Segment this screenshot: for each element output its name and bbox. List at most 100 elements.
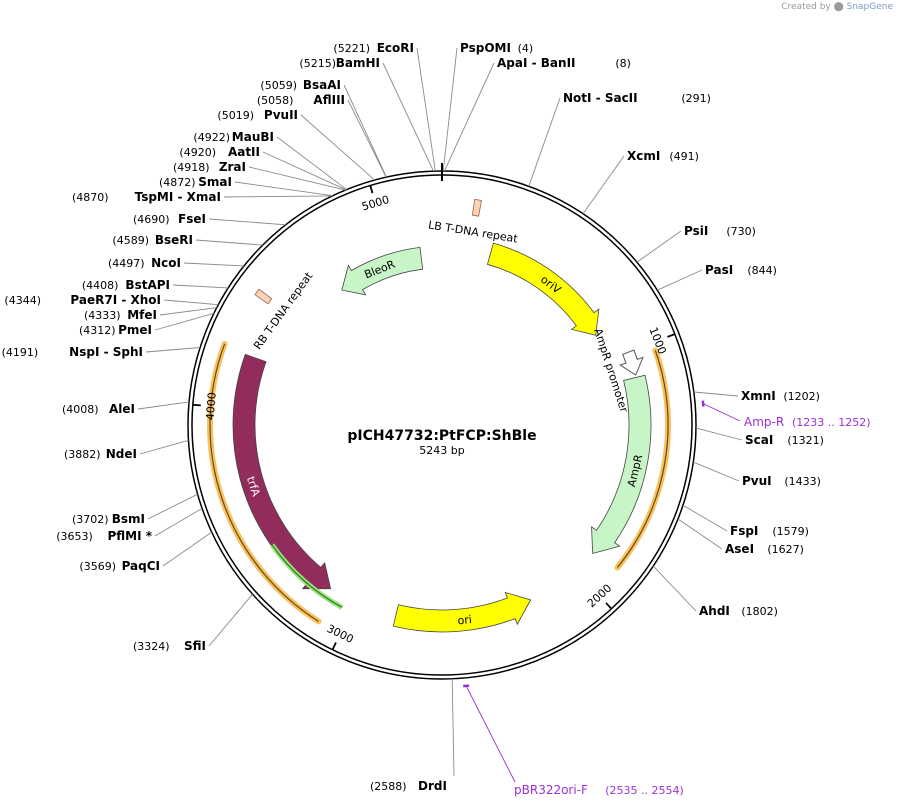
enzyme-site[interactable]: NotI - SacII(291) — [563, 91, 711, 105]
feature-oriv: oriV — [486, 242, 600, 336]
enzyme-position: (4920) — [179, 146, 216, 159]
enzyme-name[interactable]: AflIII — [313, 93, 345, 107]
enzyme-site[interactable]: ZraI (4918) — [173, 160, 246, 174]
enzyme-site[interactable]: NspI - SphI (4191) — [2, 345, 143, 359]
enzyme-site[interactable]: FseI(4690) — [133, 212, 206, 226]
enzyme-leader — [154, 508, 203, 537]
enzyme-position: (1202) — [783, 390, 820, 403]
enzyme-name[interactable]: AatII — [228, 145, 260, 159]
enzyme-leader — [208, 593, 253, 647]
enzyme-site[interactable]: PflMI *(3653) — [56, 529, 152, 543]
enzyme-name[interactable]: PaeR7I - XhoI — [70, 293, 161, 307]
enzyme-name[interactable]: FspI — [730, 524, 758, 538]
enzyme-site[interactable]: MfeI(4333) — [84, 308, 157, 322]
enzyme-site[interactable]: FspI(1579) — [730, 524, 809, 538]
enzyme-name[interactable]: ApaI - BanII — [497, 56, 576, 70]
enzyme-name[interactable]: PmeI — [118, 323, 152, 337]
enzyme-site[interactable]: PasI(844) — [705, 263, 777, 277]
enzyme-site[interactable]: BamHI(5215) — [299, 56, 380, 70]
enzyme-position: (1433) — [784, 475, 821, 488]
enzyme-name[interactable]: BstAPI — [125, 278, 170, 292]
enzyme-leader — [416, 47, 436, 172]
enzyme-name[interactable]: PflMI * — [107, 529, 152, 543]
enzyme-site[interactable]: ScaI(1321) — [745, 433, 824, 447]
enzyme-name[interactable]: AhdI — [699, 604, 730, 618]
enzyme-position: (1802) — [741, 605, 778, 618]
enzyme-name[interactable]: ZraI — [219, 160, 246, 174]
primer-amp-r[interactable]: Amp-R(1233 .. 1252) — [701, 400, 871, 429]
backbone-outer-ring — [187, 170, 697, 680]
enzyme-name[interactable]: AseI — [725, 542, 754, 556]
enzyme-position: (1627) — [767, 543, 804, 556]
enzyme-site[interactable]: AleI(4008) — [62, 402, 135, 416]
enzyme-name[interactable]: DrdI — [418, 779, 447, 793]
enzyme-name[interactable]: NdeI — [106, 447, 137, 461]
primer-name[interactable]: pBR322ori-F — [514, 783, 588, 797]
primer-name[interactable]: Amp-R — [744, 415, 784, 429]
enzyme-site[interactable]: DrdI(2588) — [370, 779, 447, 793]
enzyme-site[interactable]: XcmI(491) — [627, 149, 699, 163]
enzyme-site[interactable]: NdeI(3882) — [64, 447, 137, 461]
enzyme-site[interactable]: PaqCI(3569) — [79, 559, 160, 573]
primer-leader — [465, 685, 516, 783]
enzyme-site[interactable]: NcoI(4497) — [108, 256, 181, 270]
enzyme-site[interactable]: SmaI(4872) — [159, 175, 232, 189]
enzyme-name[interactable]: NcoI — [151, 256, 181, 270]
enzyme-site[interactable]: PaeR7I - XhoI(4344) — [4, 293, 161, 307]
enzyme-name[interactable]: BsmI — [112, 512, 145, 526]
enzyme-position: (3324) — [133, 640, 170, 653]
enzyme-position: (4872) — [159, 176, 196, 189]
enzyme-site[interactable]: BsmI(3702) — [72, 512, 145, 526]
enzyme-name[interactable]: BseRI — [155, 233, 193, 247]
credit-brand: SnapGene — [846, 2, 893, 12]
enzyme-site[interactable]: EcoRI(5221) — [333, 41, 414, 55]
enzyme-name[interactable]: BamHI — [336, 56, 380, 70]
enzyme-name[interactable]: PspOMI — [460, 41, 511, 55]
enzyme-name[interactable]: PasI — [705, 263, 733, 277]
enzyme-name[interactable]: MfeI — [127, 308, 157, 322]
enzyme-position: (5059) — [260, 79, 297, 92]
enzyme-name[interactable]: TspMI - XmaI — [135, 190, 221, 204]
enzyme-name[interactable]: PaqCI — [122, 559, 160, 573]
enzyme-name[interactable]: NspI - SphI — [69, 345, 143, 359]
enzyme-site[interactable]: BsaAI (5059) — [260, 78, 341, 92]
enzyme-name[interactable]: FseI — [178, 212, 206, 226]
enzyme-position: (4191) — [2, 346, 39, 359]
enzyme-leader — [163, 299, 219, 306]
enzyme-site[interactable]: SfiI (3324) — [133, 639, 206, 653]
enzyme-site[interactable]: MauBI(4922) — [193, 130, 274, 144]
enzyme-site[interactable]: AatII (4920) — [179, 145, 260, 159]
tick-mark — [667, 333, 676, 338]
enzyme-position: (4918) — [173, 161, 210, 174]
enzyme-name[interactable]: SfiI — [184, 639, 206, 653]
feature-label: trfA — [244, 475, 263, 499]
enzyme-name[interactable]: XcmI — [627, 149, 660, 163]
enzyme-position: (4589) — [112, 234, 149, 247]
enzyme-site[interactable]: PvuI (1433) — [742, 474, 821, 488]
enzyme-name[interactable]: ScaI — [745, 433, 773, 447]
enzyme-name[interactable]: EcoRI — [377, 41, 414, 55]
enzyme-name[interactable]: AleI — [109, 402, 135, 416]
enzyme-name[interactable]: NotI - SacII — [563, 91, 638, 105]
enzyme-name[interactable]: XmnI — [741, 389, 776, 403]
enzyme-name[interactable]: BsaAI — [303, 78, 341, 92]
enzyme-name[interactable]: PvuI — [742, 474, 772, 488]
enzyme-site[interactable]: AseI (1627) — [725, 542, 804, 556]
enzyme-site[interactable]: ApaI - BanII(8) — [497, 56, 631, 70]
enzyme-name[interactable]: SmaI — [198, 175, 232, 189]
enzyme-site[interactable]: AhdI (1802) — [699, 604, 778, 618]
enzyme-name[interactable]: PvuII — [264, 108, 298, 122]
primer-pbr322ori-f[interactable]: pBR322ori-F(2535 .. 2554) — [463, 684, 684, 797]
enzyme-name[interactable]: PsiI — [684, 224, 708, 238]
enzyme-site[interactable]: PvuII(5019) — [217, 108, 298, 122]
enzyme-site[interactable]: XmnI (1202) — [741, 389, 820, 403]
enzyme-site[interactable]: TspMI - XmaI(4870) — [72, 190, 221, 204]
enzyme-name[interactable]: MauBI — [232, 130, 274, 144]
enzyme-site[interactable]: PspOMI(4) — [460, 41, 533, 55]
enzyme-site[interactable]: PsiI(730) — [684, 224, 756, 238]
enzyme-site[interactable]: PmeI(4312) — [79, 323, 152, 337]
enzyme-leader — [208, 218, 286, 226]
enzyme-site[interactable]: AflIII(5058) — [257, 93, 345, 107]
enzyme-site[interactable]: BstAPI(4408) — [82, 278, 170, 292]
enzyme-site[interactable]: BseRI (4589) — [112, 233, 193, 247]
